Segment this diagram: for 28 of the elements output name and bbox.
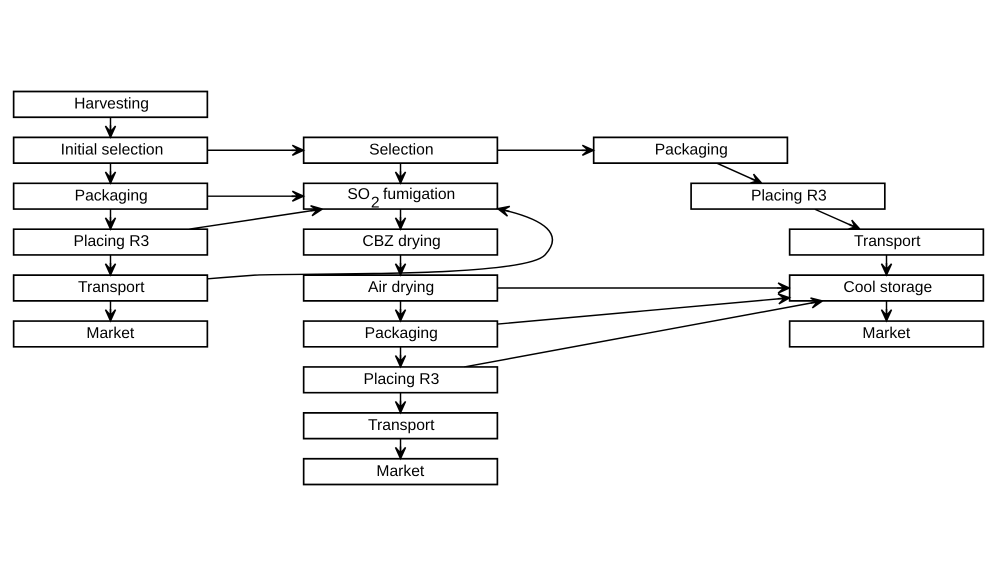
node-box: CBZ drying — [302, 228, 498, 256]
node-box: Harvesting — [12, 90, 208, 118]
node-box: Market — [12, 320, 208, 348]
arrow — [716, 162, 762, 184]
node-box: Placing R3 — [12, 228, 208, 256]
node-box: Packaging — [592, 136, 788, 164]
node-box: Transport — [302, 412, 498, 439]
node-box: Selection — [302, 136, 498, 164]
node-box: Packaging — [302, 320, 498, 348]
node-box: Air drying — [302, 274, 498, 302]
arrow — [464, 296, 824, 368]
node-box: Market — [788, 320, 984, 348]
node-box: Transport — [12, 274, 208, 302]
node-box: Cool storage — [788, 274, 984, 302]
node-box: Placing R3 — [302, 366, 498, 394]
arrow — [814, 208, 861, 230]
arrow — [208, 205, 554, 280]
arrow — [498, 292, 790, 324]
node-box: Market — [302, 457, 498, 485]
arrow — [498, 282, 790, 294]
arrow — [497, 144, 594, 156]
node-box: Transport — [788, 228, 984, 256]
node-box: Initial selection — [12, 136, 208, 164]
node-box: Packaging — [12, 182, 208, 210]
arrow — [188, 204, 324, 230]
arrow — [207, 144, 304, 156]
arrow — [207, 190, 304, 202]
node-box: Placing R3 — [690, 182, 886, 210]
